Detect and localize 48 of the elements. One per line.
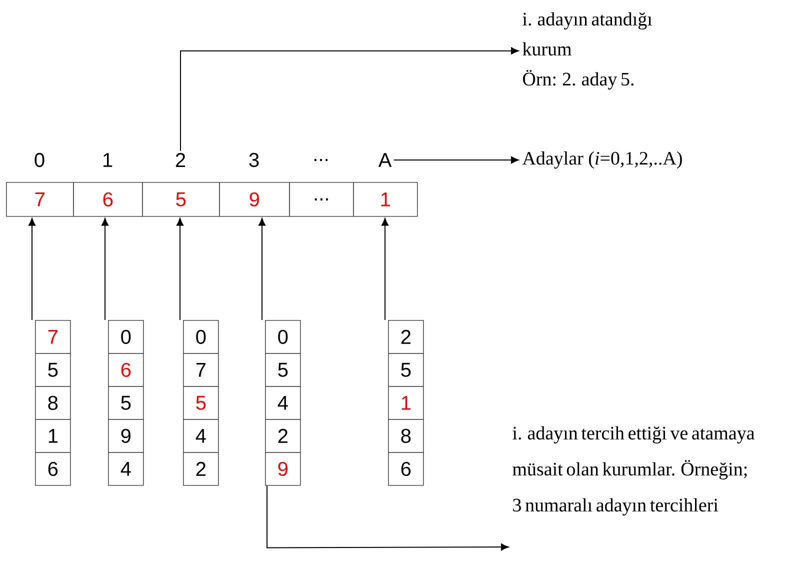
preference-cell: 5	[183, 386, 219, 420]
index-label: 0	[34, 152, 44, 168]
preference-cell: 2	[388, 320, 424, 354]
preference-cell: 0	[183, 320, 219, 354]
arrow	[28, 218, 36, 320]
preference-cell: 4	[265, 386, 301, 420]
preference-cell: 7	[35, 320, 71, 354]
preference-cell: 5	[388, 353, 424, 387]
array-cell: 5	[142, 182, 220, 217]
array-cell: 1	[353, 182, 418, 217]
preference-cell: 7	[183, 353, 219, 387]
index-label: 2	[176, 153, 186, 167]
preference-cell: 8	[388, 419, 424, 453]
arrow	[258, 218, 266, 320]
index-label: A	[378, 153, 392, 167]
preference-cell: 2	[265, 419, 301, 453]
annotation-text: i. adayın tercih ettiği ve atamaya müsait olan kurumlar. Örneğin; 3 numaralı adayın tercihleri	[512, 426, 755, 516]
arrow	[393, 156, 519, 164]
index-label: ...	[314, 158, 328, 162]
preference-cell: 6	[108, 353, 144, 387]
preference-cell: 1	[388, 386, 424, 420]
preference-cell: 2	[183, 452, 219, 486]
caption-text: Adaylar (i=0,1,2,..A)	[522, 151, 682, 169]
array-cell: 7	[6, 182, 74, 217]
preference-cell: 4	[183, 419, 219, 453]
index-label: 1	[103, 153, 112, 167]
arrow	[266, 485, 509, 551]
preference-cell: 9	[108, 419, 144, 453]
preference-cell: 6	[35, 452, 71, 486]
annotation-text: i. adayın atandığı kurum Örn: 2. aday 5.	[522, 12, 652, 90]
preference-cell: 4	[108, 452, 144, 486]
array-cell: 9	[219, 182, 290, 217]
preference-cell: 8	[35, 386, 71, 420]
preference-cell: 1	[35, 419, 71, 453]
preference-cell: 9	[265, 452, 301, 486]
index-label: 3	[249, 152, 259, 168]
preference-cell: 5	[265, 353, 301, 387]
arrow	[381, 218, 389, 320]
preference-cell: 5	[35, 353, 71, 387]
preference-cell: 6	[388, 452, 424, 486]
arrow	[180, 47, 519, 152]
preference-cell: 0	[108, 320, 144, 354]
preference-cell: 0	[265, 320, 301, 354]
array-cell: 6	[73, 182, 143, 217]
arrow	[101, 218, 109, 320]
arrow	[176, 218, 184, 320]
array-cell: ...	[289, 182, 354, 217]
preference-cell: 5	[108, 386, 144, 420]
